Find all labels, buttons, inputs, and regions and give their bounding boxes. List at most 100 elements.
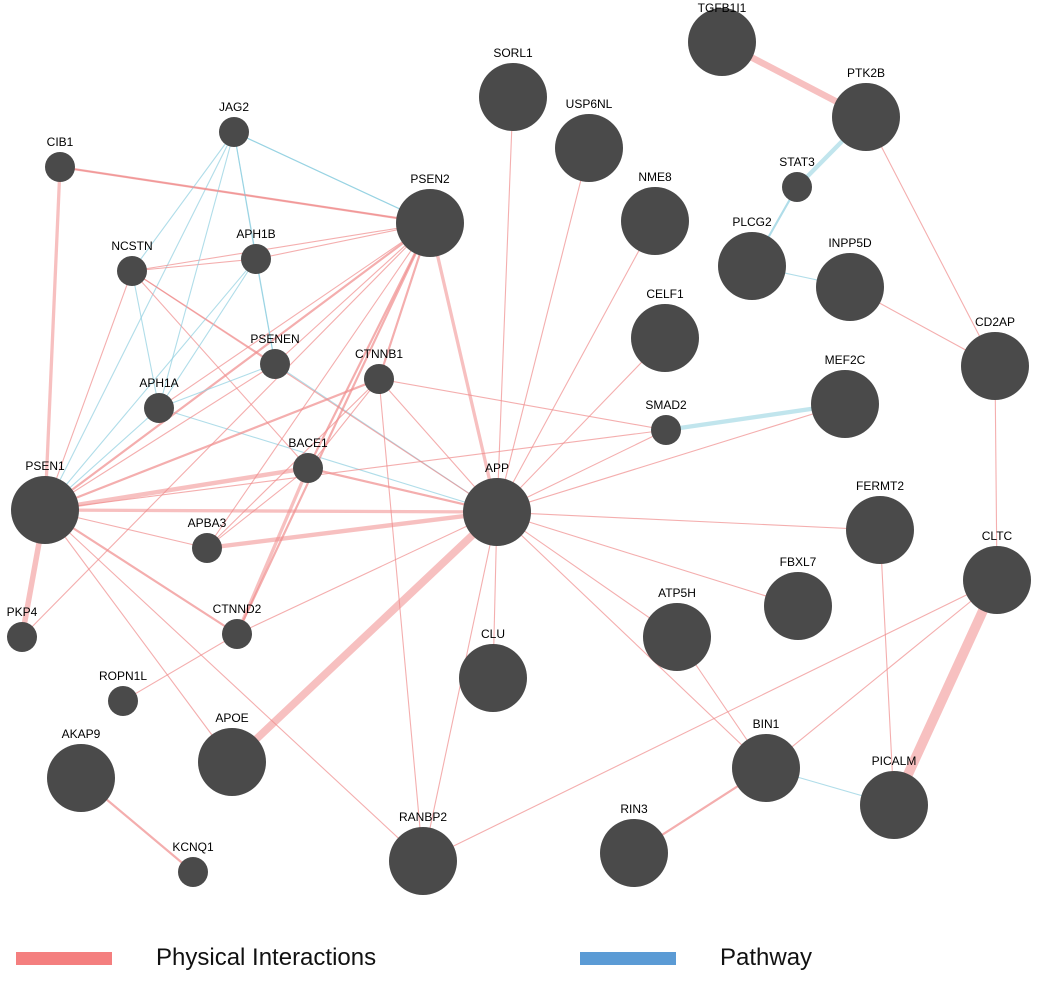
node-label-ranbp2: RANBP2 — [399, 810, 447, 824]
node-stat3[interactable]: STAT3 — [779, 155, 815, 202]
node-circle-fermt2[interactable] — [846, 496, 914, 564]
edges-layer — [19, 38, 1002, 874]
node-circle-atp5h[interactable] — [643, 603, 711, 671]
legend-swatch-physical — [16, 951, 112, 965]
node-psenen[interactable]: PSENEN — [250, 332, 300, 379]
node-psen2[interactable]: PSEN2 — [396, 172, 464, 257]
node-atp5h[interactable]: ATP5H — [643, 586, 711, 671]
node-circle-ctnnd2[interactable] — [222, 619, 252, 649]
node-circle-smad2[interactable] — [651, 415, 681, 445]
node-smad2[interactable]: SMAD2 — [645, 398, 687, 445]
edge-app-celf1 — [496, 337, 666, 513]
node-ctnnd2[interactable]: CTNND2 — [213, 602, 262, 649]
node-ncstn[interactable]: NCSTN — [111, 239, 153, 286]
node-circle-rin3[interactable] — [600, 819, 668, 887]
node-circle-psenen[interactable] — [260, 349, 290, 379]
edge-bace1-apba3 — [206, 467, 309, 549]
node-circle-ropn1l[interactable] — [108, 686, 138, 716]
edge-psen2-apba3 — [206, 222, 431, 549]
node-circle-picalm[interactable] — [860, 771, 928, 839]
node-celf1[interactable]: CELF1 — [631, 287, 699, 372]
node-cltc[interactable]: CLTC — [963, 529, 1031, 614]
node-apba3[interactable]: APBA3 — [188, 516, 227, 563]
node-label-aph1a: APH1A — [139, 376, 178, 390]
node-sorl1[interactable]: SORL1 — [479, 46, 547, 131]
node-rin3[interactable]: RIN3 — [600, 802, 668, 887]
edge-jag2-psen2 — [233, 131, 431, 224]
node-usp6nl[interactable]: USP6NL — [555, 97, 623, 182]
node-apoe[interactable]: APOE — [198, 711, 266, 796]
legend-physical-interactions: Physical Interactions — [16, 938, 376, 978]
node-fbxl7[interactable]: FBXL7 — [764, 555, 832, 640]
node-circle-nme8[interactable] — [621, 187, 689, 255]
node-clu[interactable]: CLU — [459, 627, 527, 712]
edge-pkp4-psen2 — [21, 222, 431, 638]
node-circle-app[interactable] — [463, 478, 531, 546]
edge-app-ranbp2 — [422, 511, 498, 862]
edge-app-bin1 — [496, 511, 767, 769]
node-circle-cltc[interactable] — [963, 546, 1031, 614]
node-circle-pkp4[interactable] — [7, 622, 37, 652]
node-cd2ap[interactable]: CD2AP — [961, 315, 1029, 400]
node-fermt2[interactable]: FERMT2 — [846, 479, 914, 564]
node-jag2[interactable]: JAG2 — [219, 100, 249, 147]
node-aph1a[interactable]: APH1A — [139, 376, 179, 423]
node-circle-cd2ap[interactable] — [961, 332, 1029, 400]
node-ptk2b[interactable]: PTK2B — [832, 66, 900, 151]
node-circle-psen1[interactable] — [11, 476, 79, 544]
node-circle-ranbp2[interactable] — [389, 827, 457, 895]
node-circle-aph1b[interactable] — [241, 244, 271, 274]
node-circle-ptk2b[interactable] — [832, 83, 900, 151]
node-picalm[interactable]: PICALM — [860, 754, 928, 839]
node-app[interactable]: APP — [463, 461, 531, 546]
edge-ncstn-bace1 — [131, 270, 309, 469]
node-tgfb1i1[interactable]: TGFB1I1 — [688, 1, 756, 76]
node-circle-tgfb1i1[interactable] — [688, 8, 756, 76]
node-pkp4[interactable]: PKP4 — [7, 605, 38, 652]
node-ranbp2[interactable]: RANBP2 — [389, 810, 457, 895]
node-circle-apba3[interactable] — [192, 533, 222, 563]
node-label-ctnnb1: CTNNB1 — [355, 347, 403, 361]
node-label-kcnq1: KCNQ1 — [172, 840, 214, 854]
node-aph1b[interactable]: APH1B — [236, 227, 276, 274]
node-circle-sorl1[interactable] — [479, 63, 547, 131]
node-circle-bin1[interactable] — [732, 734, 800, 802]
node-circle-cib1[interactable] — [45, 152, 75, 182]
node-akap9[interactable]: AKAP9 — [47, 727, 115, 812]
node-psen1[interactable]: PSEN1 — [11, 459, 79, 544]
node-nme8[interactable]: NME8 — [621, 170, 689, 255]
node-circle-kcnq1[interactable] — [178, 857, 208, 887]
node-cib1[interactable]: CIB1 — [45, 135, 75, 182]
node-circle-jag2[interactable] — [219, 117, 249, 147]
node-circle-fbxl7[interactable] — [764, 572, 832, 640]
node-label-atp5h: ATP5H — [658, 586, 696, 600]
edge-fermt2-picalm — [879, 529, 895, 806]
node-bace1[interactable]: BACE1 — [288, 436, 328, 483]
node-circle-inpp5d[interactable] — [816, 253, 884, 321]
node-label-plcg2: PLCG2 — [732, 215, 772, 229]
edge-ncstn-jag2 — [131, 131, 235, 272]
node-inpp5d[interactable]: INPP5D — [816, 236, 884, 321]
node-circle-psen2[interactable] — [396, 189, 464, 257]
node-mef2c[interactable]: MEF2C — [811, 353, 879, 438]
node-circle-apoe[interactable] — [198, 728, 266, 796]
node-circle-ncstn[interactable] — [117, 256, 147, 286]
node-bin1[interactable]: BIN1 — [732, 717, 800, 802]
node-label-ropn1l: ROPN1L — [99, 669, 147, 683]
node-circle-ctnnb1[interactable] — [364, 364, 394, 394]
node-ctnnb1[interactable]: CTNNB1 — [355, 347, 403, 394]
node-plcg2[interactable]: PLCG2 — [718, 215, 786, 300]
node-circle-mef2c[interactable] — [811, 370, 879, 438]
node-circle-plcg2[interactable] — [718, 232, 786, 300]
node-ropn1l[interactable]: ROPN1L — [99, 669, 147, 716]
node-circle-bace1[interactable] — [293, 453, 323, 483]
node-kcnq1[interactable]: KCNQ1 — [172, 840, 214, 887]
edge-cltc-picalm — [889, 575, 1002, 810]
node-circle-aph1a[interactable] — [144, 393, 174, 423]
node-circle-clu[interactable] — [459, 644, 527, 712]
node-circle-stat3[interactable] — [782, 172, 812, 202]
node-circle-celf1[interactable] — [631, 304, 699, 372]
node-circle-akap9[interactable] — [47, 744, 115, 812]
node-circle-usp6nl[interactable] — [555, 114, 623, 182]
edge-cib1-psen2 — [59, 166, 431, 224]
